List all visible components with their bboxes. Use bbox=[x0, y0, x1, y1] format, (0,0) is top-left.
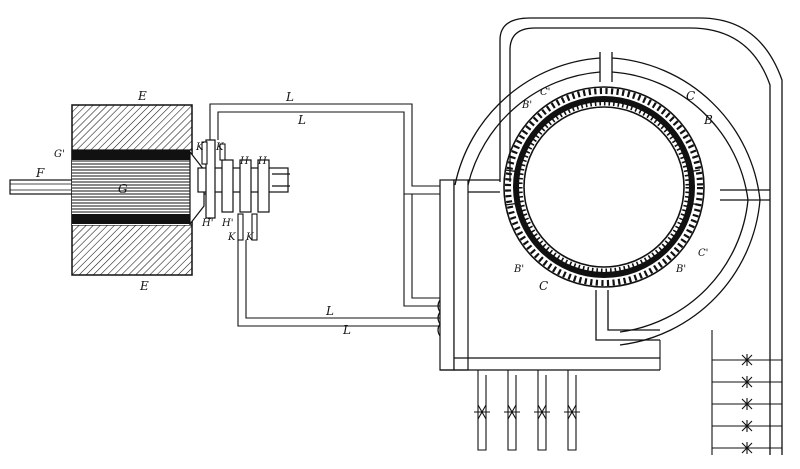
armature bbox=[72, 150, 205, 226]
label-line-upper-1: L bbox=[285, 90, 294, 104]
label-ring-c-bottom: C bbox=[539, 279, 548, 293]
label-ring-b-right: B' bbox=[675, 264, 686, 275]
label-frame-bottom: E bbox=[139, 279, 149, 293]
brushes bbox=[201, 141, 258, 241]
label-ring-b-bottom-left: B' bbox=[513, 264, 524, 275]
label-brush-k-4: K bbox=[245, 232, 254, 243]
label-armature: G bbox=[118, 182, 128, 196]
collector-rings bbox=[197, 139, 290, 219]
junction-block bbox=[437, 179, 660, 371]
label-ring-h-2: H bbox=[257, 156, 267, 167]
label-ring-c-top: C bbox=[686, 89, 695, 103]
label-armature-core: G' bbox=[54, 149, 65, 160]
field-ring bbox=[503, 86, 705, 288]
label-line-lower-2: L bbox=[342, 323, 351, 337]
label-frame-top: E bbox=[137, 89, 147, 103]
outer-field-loops bbox=[454, 17, 783, 455]
lamp-bank-right bbox=[711, 330, 782, 455]
label-line-lower-1: L bbox=[325, 304, 334, 318]
label-ring-b-top-left: B' bbox=[521, 100, 532, 111]
label-shaft: F bbox=[35, 166, 45, 180]
label-brush-k-1: K bbox=[195, 142, 204, 153]
label-brush-k-2: K bbox=[215, 142, 224, 153]
label-ring-b-top-right: B bbox=[703, 113, 713, 127]
label-line-upper-2: L bbox=[297, 113, 306, 127]
label-ring-c-top-left: C' bbox=[540, 87, 550, 98]
label-ring-h-3: H' bbox=[201, 218, 213, 229]
line-wires bbox=[209, 103, 440, 327]
lamp-bank-left bbox=[474, 340, 661, 451]
label-ring-c-right: C' bbox=[698, 248, 708, 259]
label-ring-h-4: H' bbox=[221, 218, 233, 229]
label-ring-h-1: H bbox=[239, 156, 249, 167]
label-brush-k-3: K bbox=[227, 232, 236, 243]
